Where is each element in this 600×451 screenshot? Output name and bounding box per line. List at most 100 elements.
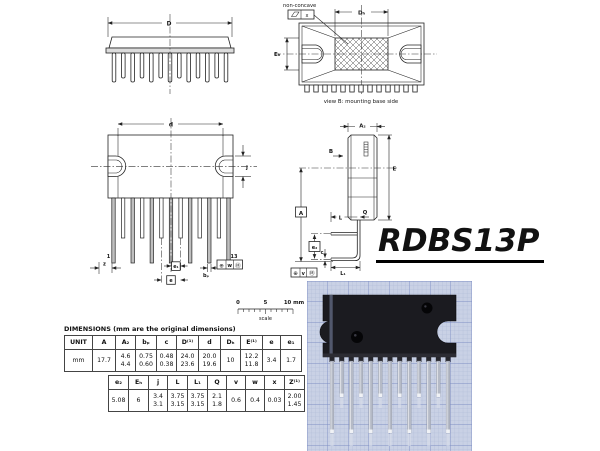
dim-Q: Q [360, 210, 369, 219]
table-header-cell: d [198, 335, 221, 350]
table-header-row: UNIT A A₂ bₚ c D⁽¹⁾ d Dₕ E⁽¹⁾ e e₁ [64, 335, 302, 350]
table-value-cell: 17.7 [92, 349, 116, 372]
table-header-cell: w [245, 375, 265, 390]
side-view-diagram: A₂ B E A [290, 121, 397, 278]
dim-label-L: L [339, 215, 343, 221]
pin-row [304, 84, 418, 93]
dim-label-e2: e₂ [312, 245, 318, 251]
dim-L: L [330, 212, 358, 222]
flatness-flag: x [287, 9, 315, 20]
table-value-cell: 0.48 0.38 [156, 349, 177, 372]
table-header-cell: UNIT [64, 335, 93, 350]
dim-label-Q: Q [363, 210, 368, 216]
table-value-cell: 3.4 [262, 349, 281, 372]
package-body [347, 134, 378, 221]
dim-label-E: E [393, 167, 397, 173]
component-photo [307, 281, 472, 451]
dimensions-table-part1: UNIT A A₂ bₚ c D⁽¹⁾ d Dₕ E⁽¹⁾ e e₁ mm 17… [64, 335, 302, 372]
scale-bar: 0 5 10 mm scale [236, 300, 305, 322]
tolerance-letter: v [302, 271, 306, 277]
pin-number-last: 13 [231, 254, 238, 260]
table-header-cell: Dₕ [220, 335, 241, 350]
mounting-base-view-diagram: non-concave x Dₕ Eₕ [274, 3, 437, 105]
table-header-cell: c [156, 335, 177, 350]
dim-label-Dh: Dₕ [358, 11, 366, 17]
table-header-row: e₂ Eₕ j L L₁ Q v w x Z⁽¹⁾ [108, 375, 305, 390]
right-mounting-notch [399, 44, 422, 64]
dim-label-d: d [169, 123, 173, 129]
scale-tick-5: 5 [264, 300, 268, 306]
scale-tick-0: 0 [236, 300, 240, 306]
tolerance-letter: w [227, 263, 232, 269]
table-value-cell: 20.0 19.6 [198, 349, 221, 372]
table-header-cell: E⁽¹⁾ [240, 335, 263, 350]
table-value-cell: 0.75 0.60 [135, 349, 157, 372]
leads [330, 220, 361, 261]
top-view-diagram: d j [90, 118, 257, 285]
table-header-cell: L [167, 375, 188, 390]
right-mounting-notch [214, 155, 234, 177]
table-header-cell: e [262, 335, 281, 350]
table-value-cell: 24.0 23.6 [176, 349, 199, 372]
table-value-cell: 2.1 1.8 [207, 389, 227, 412]
pin-row [111, 52, 229, 83]
flatness-symbol [290, 11, 300, 17]
flag-letter: x [306, 13, 309, 19]
view-direction-label: B [329, 149, 333, 155]
table-header-cell: x [264, 375, 285, 390]
package-photo-body [319, 294, 457, 358]
position-symbol: ⊕ [219, 263, 224, 269]
table-value-cell: 12.2 11.8 [240, 349, 263, 372]
tolerance-frame-v: ⊕ v Ⓜ [290, 267, 318, 278]
dim-e1: e₁ [164, 238, 188, 271]
table-value-cell: mm [64, 349, 93, 372]
dim-L1: L₁ [330, 261, 361, 277]
front-view-diagram: D [105, 14, 235, 94]
package-highlight-stripe [329, 295, 333, 357]
table-header-cell: D⁽¹⁾ [176, 335, 199, 350]
table-value-cell: 5.08 [108, 389, 129, 412]
package-hole [421, 302, 433, 314]
table-header-cell: Eₕ [128, 375, 149, 390]
dim-label-A2: A₂ [359, 124, 366, 130]
position-symbol: ⊕ [293, 271, 298, 277]
scale-label: scale [259, 316, 272, 322]
table-header-cell: e₂ [108, 375, 129, 390]
table-value-cell: 2.00 1.45 [284, 389, 305, 412]
table-value-cell: 6 [128, 389, 149, 412]
dim-label-D: D [167, 22, 172, 28]
dim-label-A: A [299, 211, 304, 217]
non-concave-label: non-concave [283, 3, 316, 9]
table-header-cell: L₁ [187, 375, 208, 390]
table-header-cell: A [92, 335, 116, 350]
dim-bp: bₚ [200, 264, 219, 279]
dimensions-table-section: DIMENSIONS (mm are the original dimensio… [64, 325, 324, 412]
scale-tick-10: 10 mm [284, 300, 305, 306]
table-value-row: 5.08 6 3.4 3.1 3.75 3.15 3.75 3.15 2.1 1… [108, 389, 305, 412]
dimensions-table-part2: e₂ Eₕ j L L₁ Q v w x Z⁽¹⁾ 5.08 6 3.4 3.1… [108, 375, 305, 412]
dim-c: c [321, 249, 327, 268]
pin-number-first: 1 [107, 254, 111, 260]
dim-label-L1: L₁ [340, 271, 345, 277]
dim-label-j: j [245, 165, 248, 171]
table-value-cell: 0.4 [245, 389, 265, 412]
package-hole [351, 331, 363, 343]
dim-z: z [90, 262, 121, 274]
table-value-cell: 4.6 4.4 [115, 349, 136, 372]
table-value-cell: 1.7 [280, 349, 302, 372]
dim-label-z: z [103, 262, 106, 268]
label-strip [363, 141, 369, 157]
dim-label-e1: e₁ [173, 265, 178, 270]
table-header-cell: e₁ [280, 335, 302, 350]
part-number-title: RDBS13P [376, 224, 545, 264]
table-header-cell: bₚ [135, 335, 157, 350]
table-value-cell: 3.4 3.1 [148, 389, 168, 412]
table-value-row: mm 17.7 4.6 4.4 0.75 0.60 0.48 0.38 24.0… [64, 349, 302, 372]
tolerance-frame-w: ⊕ w Ⓜ [216, 259, 243, 270]
dim-e2: e₂ [308, 233, 331, 260]
dim-label-e: e [169, 279, 173, 284]
mmc-symbol: Ⓜ [235, 261, 241, 269]
table-header-cell: Z⁽¹⁾ [284, 375, 305, 390]
dim-label-c: c [321, 251, 324, 256]
